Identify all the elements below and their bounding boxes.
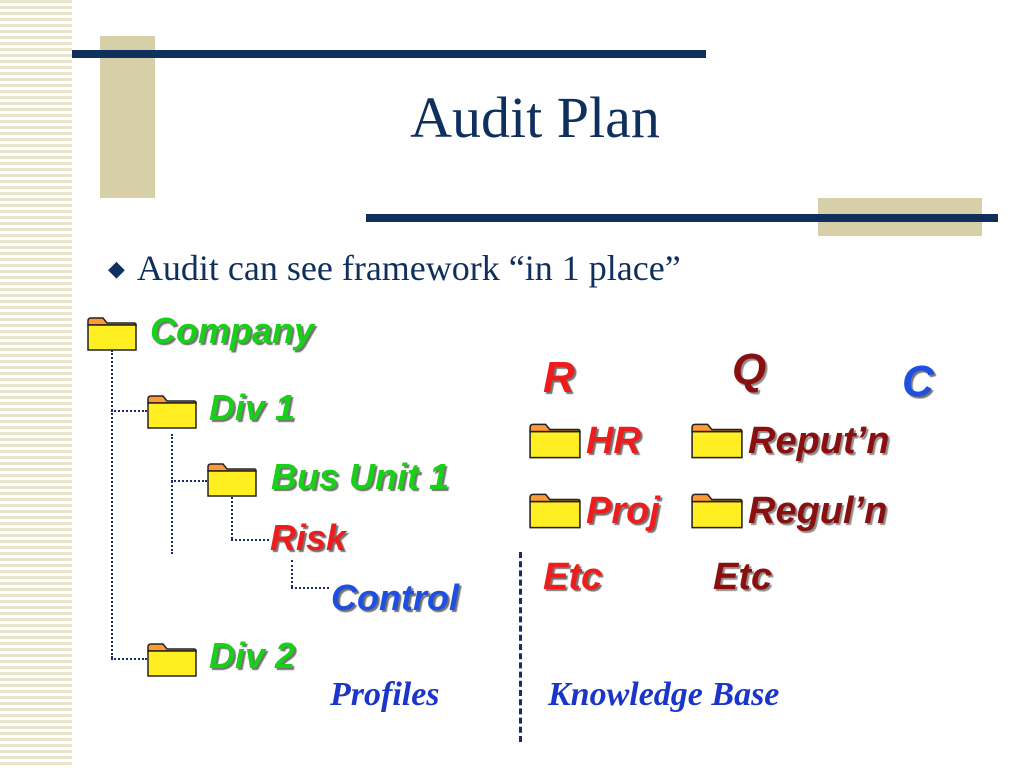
tree-branch-div2 [111, 658, 147, 660]
tree-node-bus-unit: Bus Unit 1 [271, 456, 450, 497]
title-rule-bottom [366, 214, 998, 222]
kb-item-proj: Proj [586, 490, 660, 532]
kb-item-etc-1: Etc [543, 556, 603, 598]
folder-icon [87, 317, 137, 351]
diamond-bullet-icon: ◆ [108, 256, 125, 281]
folder-icon [691, 423, 743, 459]
folder-icon [207, 463, 257, 497]
tree-connector-risk [291, 560, 293, 587]
kb-header-q: Q [732, 345, 767, 394]
profiles-caption: Profiles [330, 676, 440, 713]
tree-branch-risk [231, 539, 269, 541]
section-divider [519, 552, 522, 742]
tree-node-company: Company [150, 310, 315, 351]
kb-item-etc-2: Etc [713, 556, 773, 598]
kb-header-r: R [543, 353, 575, 402]
kb-header-c: C [902, 357, 934, 406]
kb-item-hr: HR [586, 420, 641, 462]
tree-branch-bus-unit [171, 480, 207, 482]
kb-item-reputation: Reput’n [748, 420, 890, 462]
tree-connector-div1 [171, 434, 173, 554]
kb-item-regulation: Regul’n [748, 490, 888, 532]
tree-node-risk: Risk [270, 517, 347, 558]
tree-branch-control [291, 587, 329, 589]
folder-icon [147, 395, 197, 429]
title-rule-top [72, 50, 706, 58]
bullet-text: Audit can see framework “in 1 place” [136, 248, 681, 288]
slide-title: Audit Plan [410, 85, 660, 150]
left-stripe-decoration [0, 0, 72, 768]
folder-icon [529, 423, 581, 459]
folder-icon [529, 493, 581, 529]
tree-connector-bus-unit [231, 497, 233, 539]
folder-icon [147, 643, 197, 677]
tree-branch-div1 [111, 410, 147, 412]
tree-node-control: Control [331, 577, 459, 618]
title-accent-block-left [100, 36, 155, 198]
tree-connector-company [111, 350, 113, 658]
tree-node-div1: Div 1 [209, 387, 296, 428]
folder-icon [691, 493, 743, 529]
tree-node-div2: Div 2 [209, 635, 296, 676]
bullet-item: ◆ Audit can see framework “in 1 place” [108, 244, 681, 293]
knowledge-base-caption: Knowledge Base [548, 676, 780, 713]
